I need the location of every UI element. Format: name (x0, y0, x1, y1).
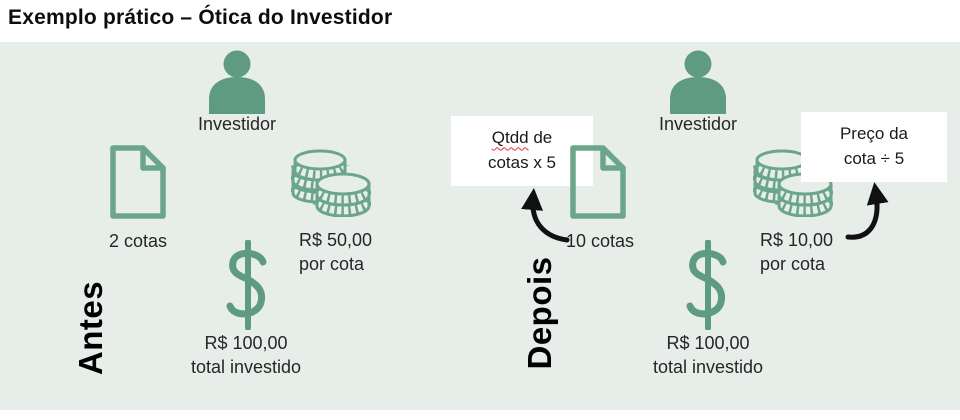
price-callout-line1: Preço da (839, 124, 909, 144)
curved-arrow-icon (835, 175, 895, 247)
before-section-label: Antes (72, 280, 109, 376)
diagram-background-panel (0, 42, 960, 410)
before-total-line2: total investido (190, 356, 302, 377)
investor-icon (667, 50, 729, 114)
coins-icon (291, 149, 371, 217)
after-investor-label: Investidor (658, 114, 738, 134)
document-icon (568, 143, 628, 221)
before-section-label-wrap: Antes (26, 281, 156, 375)
page-title: Exemplo prático – Ótica do Investidor (8, 6, 393, 29)
dollar-icon (223, 240, 273, 330)
price-divided-callout: Preço da cota ÷ 5 (801, 112, 947, 182)
document-icon (108, 143, 168, 221)
dollar-icon (683, 240, 733, 330)
shares-callout-line1: Qtdd de (491, 128, 553, 148)
after-shares-label: 10 cotas (566, 231, 635, 251)
before-investor-label: Investidor (197, 114, 277, 134)
before-price-line2: por cota (299, 253, 365, 274)
after-section-label: Depois (521, 256, 558, 370)
shares-multiplied-callout: Qtdd de cotas x 5 (451, 116, 593, 186)
before-price-line1: R$ 50,00 (299, 230, 373, 250)
shares-callout-word: Qtdd (491, 128, 529, 148)
after-section-label-wrap: Depois (475, 256, 605, 369)
curved-arrow-icon (505, 175, 585, 255)
after-price-label: R$ 10,00 por cota (760, 229, 833, 277)
before-shares-label: 2 cotas (108, 231, 168, 251)
before-price-label: R$ 50,00 por cota (299, 229, 372, 277)
before-total-label: R$ 100,00 total investido (171, 332, 321, 380)
coins-icon (753, 149, 833, 217)
after-price-line2: por cota (760, 253, 826, 274)
price-callout-line2: cota ÷ 5 (843, 149, 905, 168)
before-total-line1: R$ 100,00 (204, 333, 288, 353)
after-total-line1: R$ 100,00 (666, 333, 750, 353)
after-total-line2: total investido (652, 356, 764, 377)
investor-icon (206, 50, 268, 114)
after-total-label: R$ 100,00 total investido (633, 332, 783, 380)
shares-callout-line2: cotas x 5 (487, 153, 557, 172)
after-price-line1: R$ 10,00 (760, 230, 834, 250)
